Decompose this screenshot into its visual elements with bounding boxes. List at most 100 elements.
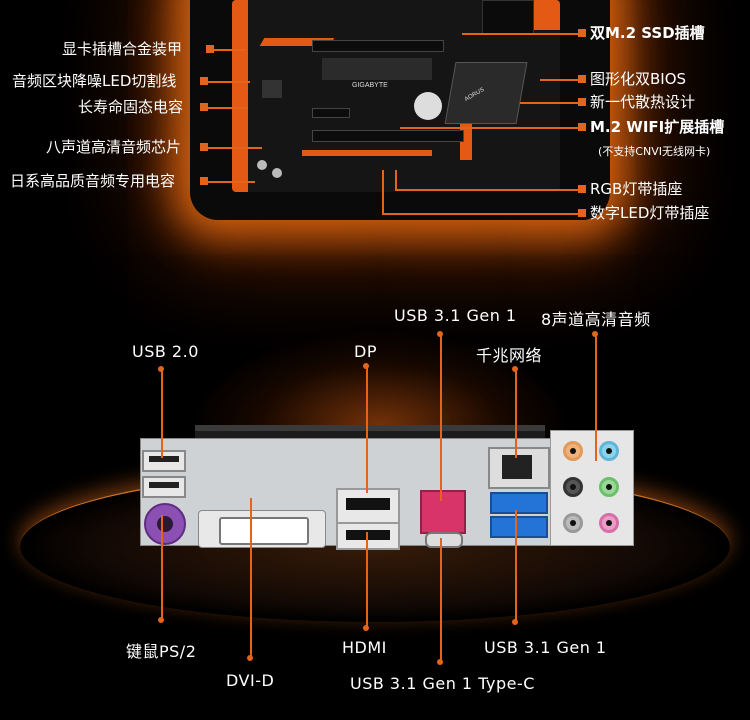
leader-marker [578, 209, 586, 217]
leader-line [400, 127, 582, 129]
board-accent-left [232, 0, 248, 192]
leader-line [395, 170, 397, 190]
leader-dot [363, 363, 369, 369]
leader-dot [247, 655, 253, 661]
leader-dot [437, 659, 443, 665]
audio-capacitor [257, 160, 267, 170]
usbc-port [425, 532, 463, 548]
leader-line [540, 79, 582, 81]
leader-marker [578, 98, 586, 106]
displayport-port [336, 488, 400, 524]
label-audio-led: 音频区块降噪LED切割线 [12, 72, 177, 90]
leader-dot [512, 366, 518, 372]
dvi-port-inner [219, 517, 309, 545]
dimm-slots [482, 0, 534, 34]
audio-jack [599, 513, 619, 533]
pcie-x1-slot [312, 108, 350, 118]
audio-jack [563, 513, 583, 533]
label-rgb-header: RGB灯带插座 [590, 180, 683, 198]
leader-dp [366, 365, 368, 493]
leader-hdmi [366, 532, 368, 628]
leader-usbc [440, 538, 442, 662]
board-brand: GIGABYTE [352, 82, 388, 89]
leader-dot [363, 625, 369, 631]
label-ps2: 键鼠PS/2 [126, 642, 197, 661]
label-audio-caps: 日系高品质音频专用电容 [10, 172, 176, 190]
leader-marker [200, 103, 208, 111]
pcie-slot [312, 130, 464, 142]
audio-jack [563, 477, 583, 497]
board-accent [302, 150, 432, 156]
hdmi-port [336, 522, 400, 550]
leader-audio [595, 333, 597, 461]
leader-line [462, 33, 582, 35]
leader-lan [515, 368, 517, 458]
label-m2-wifi: M.2 WIFI扩展插槽 [590, 118, 725, 136]
motherboard-image: GIGABYTE AORUS [232, 0, 560, 192]
usb31-blue-port [490, 492, 548, 514]
leader-marker [200, 77, 208, 85]
label-dual-bios: 图形化双BIOS [590, 70, 687, 88]
label-lan: 千兆网络 [476, 346, 543, 365]
audio-jacks [550, 430, 634, 546]
board-accent [532, 0, 560, 30]
usb20-port [142, 476, 186, 498]
usb31-blue-port [490, 516, 548, 538]
leader-dvi [250, 498, 252, 658]
label-dp: DP [354, 342, 377, 361]
leader-line [520, 102, 582, 104]
cmos-battery [414, 92, 442, 120]
leader-marker [578, 75, 586, 83]
label-audio-chip: 八声道高清音频芯片 [46, 138, 182, 156]
label-audio: 8声道高清音频 [541, 310, 651, 329]
label-hdmi: HDMI [342, 638, 387, 657]
label-dual-m2: 双M.2 SSD插槽 [590, 24, 705, 42]
audio-jack [599, 441, 619, 461]
leader-dot [437, 331, 443, 337]
leader-line [382, 170, 384, 214]
leader-marker [206, 45, 214, 53]
leader-marker [578, 29, 586, 37]
usb20-ports [141, 448, 187, 498]
audio-jack [563, 441, 583, 461]
label-m2-wifi-note: (不支持CNVI无线网卡) [598, 145, 711, 158]
leader-marker [578, 123, 586, 131]
chipset-heatsink [444, 62, 528, 124]
lan-port [488, 447, 550, 489]
leader-dot [158, 366, 164, 372]
leader-usb31-right [515, 510, 517, 622]
label-usb20: USB 2.0 [132, 342, 199, 361]
leader-marker [200, 177, 208, 185]
audio-capacitor [272, 168, 282, 178]
leader-marker [578, 185, 586, 193]
leader-usb20 [161, 368, 163, 458]
label-cooling: 新一代散热设计 [590, 93, 696, 111]
m2-slot [322, 58, 432, 80]
leader-line [395, 189, 582, 191]
leader-line [206, 49, 246, 51]
leader-dot [512, 619, 518, 625]
label-usb31-top: USB 3.1 Gen 1 [394, 306, 517, 325]
leader-dot [592, 331, 598, 337]
label-solid-caps: 长寿命固态电容 [78, 98, 184, 116]
pcie-x16-slot [312, 40, 444, 52]
audio-jack [599, 477, 619, 497]
leader-line [382, 213, 582, 215]
leader-ps2 [161, 515, 163, 620]
label-gpu-armor: 显卡插槽合金装甲 [62, 40, 183, 58]
leader-line [200, 147, 262, 149]
leader-usb31-top [440, 333, 442, 501]
label-usbc: USB 3.1 Gen 1 Type-C [350, 674, 535, 693]
label-usb31-right: USB 3.1 Gen 1 [484, 638, 607, 657]
leader-line [200, 81, 250, 83]
leader-line [200, 107, 248, 109]
leader-dot [158, 617, 164, 623]
leader-line [200, 181, 255, 183]
usb20-port [142, 450, 186, 472]
dvi-port [198, 510, 326, 548]
audio-chip [262, 80, 282, 98]
label-dvid: DVI-D [226, 671, 275, 690]
ps2-port [144, 503, 186, 545]
label-digital-led: 数字LED灯带插座 [590, 204, 710, 222]
